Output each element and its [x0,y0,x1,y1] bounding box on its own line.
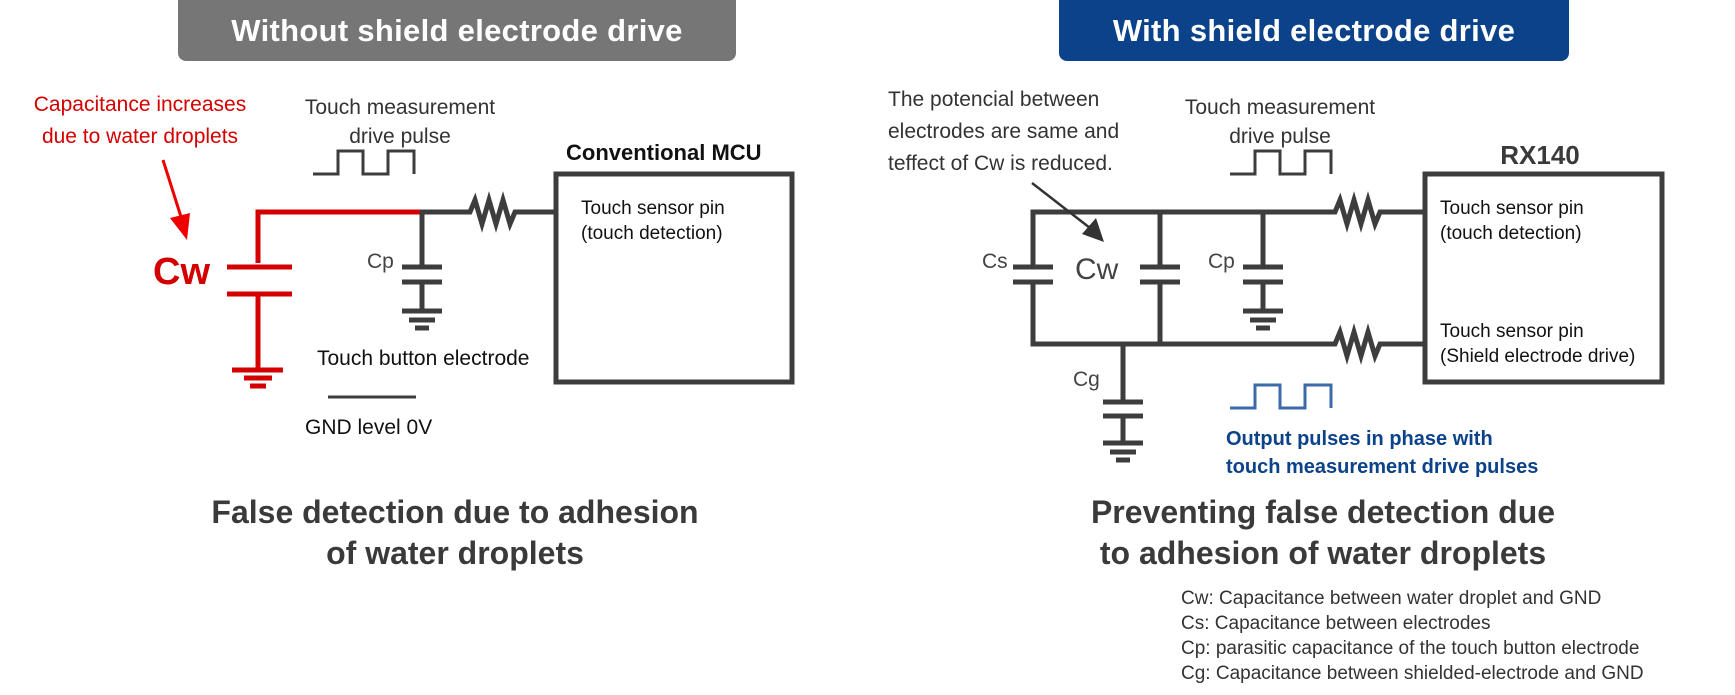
rx140-pin2-label: Touch sensor pin (Shield electrode drive… [1440,319,1635,369]
left-cp-label: Cp [367,250,394,273]
left-cp-ground-icon [402,308,442,331]
left-pin-label-line2: (touch detection) [581,223,723,244]
right-pulse-label-line1: Touch measurement [1184,96,1376,119]
legend-item-cg: Cg: Capacitance between shielded-electro… [1181,663,1644,684]
red-arrow-head-icon [170,213,190,240]
right-cp-capacitor-icon [1243,212,1283,311]
title-with-shield: With shield electrode drive [1059,0,1569,61]
right-cg-ground-icon [1103,440,1143,463]
rx140-pin1-label: Touch sensor pin (touch detection) [1440,196,1584,246]
left-pin-label: Touch sensor pin (touch detection) [581,196,725,246]
right-cg-capacitor-icon [1103,344,1143,443]
potential-annotation: The potencial between electrodes are sam… [888,84,1119,180]
shield-output-note: Output pulses in phase with touch measur… [1226,425,1538,481]
legend-item-cs: Cs: Capacitance between electrodes [1181,613,1491,634]
right-resistor-bottom-icon [1331,323,1425,365]
conventional-mcu-box [553,171,795,385]
right-caption: Preventing false detection due to adhesi… [1023,492,1623,574]
rx140-pin2-label-line2: (Shield electrode drive) [1440,346,1636,367]
right-bottom-wire [1030,282,1331,347]
water-annotation-line1: Capacitance increases [33,93,247,116]
left-caption-line1: False detection due to adhesion [211,494,699,530]
right-cw-label: Cw [1075,253,1119,286]
right-cp-label: Cp [1208,250,1235,273]
legend-item-cp: Cp: parasitic capacitance of the touch b… [1181,638,1640,659]
left-circuit [161,149,795,399]
water-annotation: Capacitance increases due to water dropl… [20,92,260,150]
left-pulse-label-line2: drive pulse [349,125,451,148]
left-water-path-wire [255,209,422,263]
shield-output-note-line2: touch measurement drive pulses [1226,456,1539,478]
potential-annotation-line3: teffect of Cw is reduced. [888,152,1113,175]
rx140-box [1422,171,1665,385]
right-cp-ground-icon [1243,308,1283,331]
right-cs-capacitor-icon [1013,264,1053,285]
right-top-wire [1030,209,1331,267]
left-pulse-label-line1: Touch measurement [304,96,496,119]
left-pulse-label: Touch measurement drive pulse [290,95,510,150]
right-drive-pulse-icon [1230,149,1333,176]
right-cw-capacitor-icon [1140,212,1180,344]
right-caption-line2: to adhesion of water droplets [1099,535,1547,571]
rx140-pin1-label-line2: (touch detection) [1440,223,1582,244]
potential-annotation-line2: electrodes are same and [888,120,1120,143]
left-cw-capacitor-icon [227,264,292,373]
shield-output-pulse-icon [1230,383,1333,410]
touch-button-electrode-label: Touch button electrode [317,347,530,370]
title-without-shield: Without shield electrode drive [178,0,736,61]
gnd-level-label: GND level 0V [305,416,433,439]
right-circuit [1013,149,1665,463]
right-pulse-label: Touch measurement drive pulse [1170,95,1390,150]
rx140-title: RX140 [1500,140,1580,170]
rx140-pin1-label-line1: Touch sensor pin [1440,198,1584,219]
legend-item-cw: Cw: Capacitance between water droplet an… [1181,588,1602,609]
conventional-mcu-title: Conventional MCU [566,140,762,165]
shield-output-note-line1: Output pulses in phase with [1226,428,1493,450]
left-caption: False detection due to adhesion of water… [155,492,755,574]
right-resistor-top-icon [1331,191,1425,233]
left-caption-line2: of water droplets [326,535,584,571]
rx140-pin2-label-line1: Touch sensor pin [1440,321,1584,342]
left-pin-label-line1: Touch sensor pin [581,198,725,219]
left-resistor-icon [466,191,522,233]
title-without-shield-text: Without shield electrode drive [231,12,683,48]
potential-annotation-line1: The potencial between [888,88,1100,111]
left-drive-pulse-icon [313,149,416,176]
water-annotation-line2: due to water droplets [41,125,239,148]
right-pulse-label-line2: drive pulse [1229,125,1331,148]
left-cw-label: Cw [153,251,210,293]
red-arrow-shaft [161,159,184,221]
right-cg-label: Cg [1073,368,1100,391]
capacitance-legend: Cw: Capacitance between water droplet an… [1181,586,1644,686]
left-cw-ground-icon [238,367,278,389]
right-caption-line1: Preventing false detection due [1090,494,1556,530]
left-cp-capacitor-icon [402,212,442,311]
right-cs-label: Cs [982,250,1008,273]
potential-arrow-shaft [1031,182,1091,229]
potential-arrow-head-icon [1082,218,1104,242]
title-with-shield-text: With shield electrode drive [1112,12,1516,48]
